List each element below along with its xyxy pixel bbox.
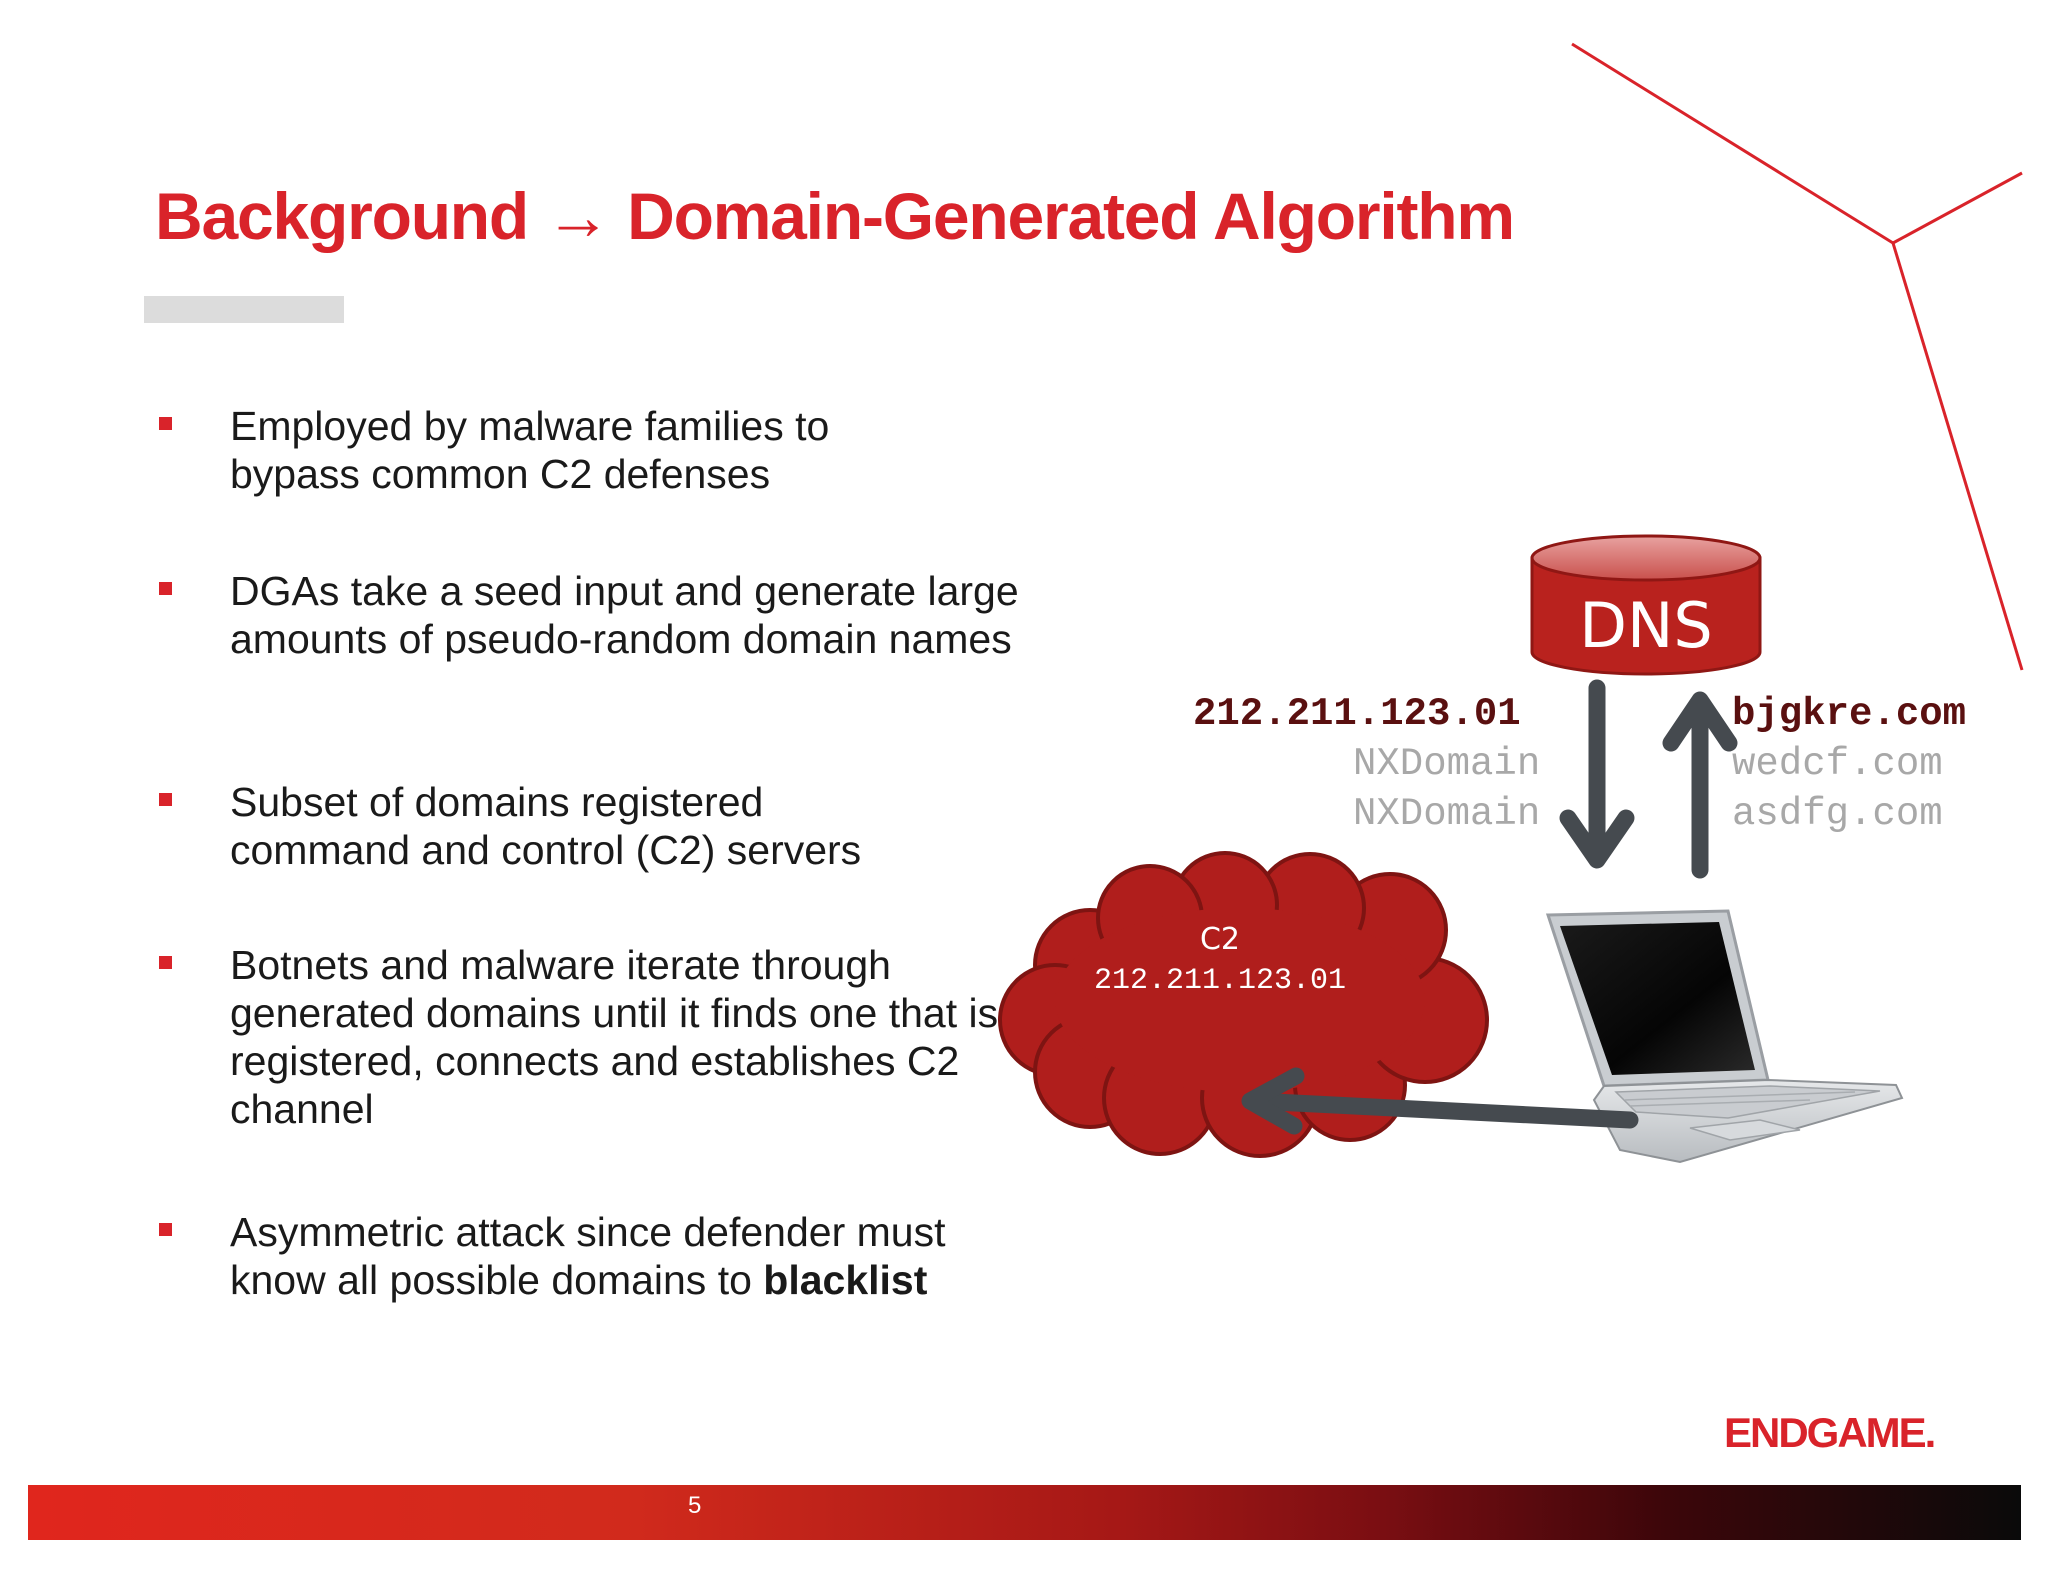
bullet-text: Botnets and malware iterate through gene… <box>230 942 999 1132</box>
dns-query-domain: asdfg.com <box>1732 792 1943 836</box>
bullet-marker <box>159 1223 172 1236</box>
arrow-down-icon <box>1559 679 1635 869</box>
dns-response-nxdomain: NXDomain <box>1353 792 1541 836</box>
dns-response-nxdomain: NXDomain <box>1353 742 1541 786</box>
dns-label: DNS <box>1579 589 1712 662</box>
c2-ip: 212.211.123.01 <box>1094 964 1346 998</box>
dns-query-domain: bjgkre.com <box>1732 692 1967 736</box>
dns-query-domain: wedcf.com <box>1732 742 1943 786</box>
endgame-logo: ENDGAME. <box>1724 1409 1936 1456</box>
bullet-text: Asymmetric attack since defender must kn… <box>230 1208 950 1304</box>
bullet-text: Employed by malware families to bypass c… <box>230 403 830 497</box>
slide-title: Background → Domain-Generated Algorithm <box>155 179 1515 253</box>
bullet-marker <box>159 582 172 595</box>
dns-response-ip: 212.211.123.01 <box>1193 692 1521 736</box>
laptop-icon <box>1545 909 1904 1164</box>
arrow-left-icon <box>1241 1067 1639 1135</box>
arrow-up-icon <box>1662 691 1738 879</box>
title-underline <box>144 296 344 323</box>
bullet-marker <box>159 793 172 806</box>
page-number: 5 <box>688 1492 702 1519</box>
bullet-text-plain: Asymmetric attack since defender must kn… <box>230 1209 946 1303</box>
c2-label: C2 <box>1200 922 1240 957</box>
bullet-text: DGAs take a seed input and generate larg… <box>230 568 1019 662</box>
bullet-marker <box>159 417 172 430</box>
footer-bar <box>28 1485 2021 1540</box>
bullet-marker <box>159 956 172 969</box>
bullet-text: Subset of domains registered command and… <box>230 779 862 873</box>
c2-cloud <box>998 851 1489 1158</box>
bullet-text-bold: blacklist <box>763 1257 928 1303</box>
dns-server <box>1530 534 1762 676</box>
